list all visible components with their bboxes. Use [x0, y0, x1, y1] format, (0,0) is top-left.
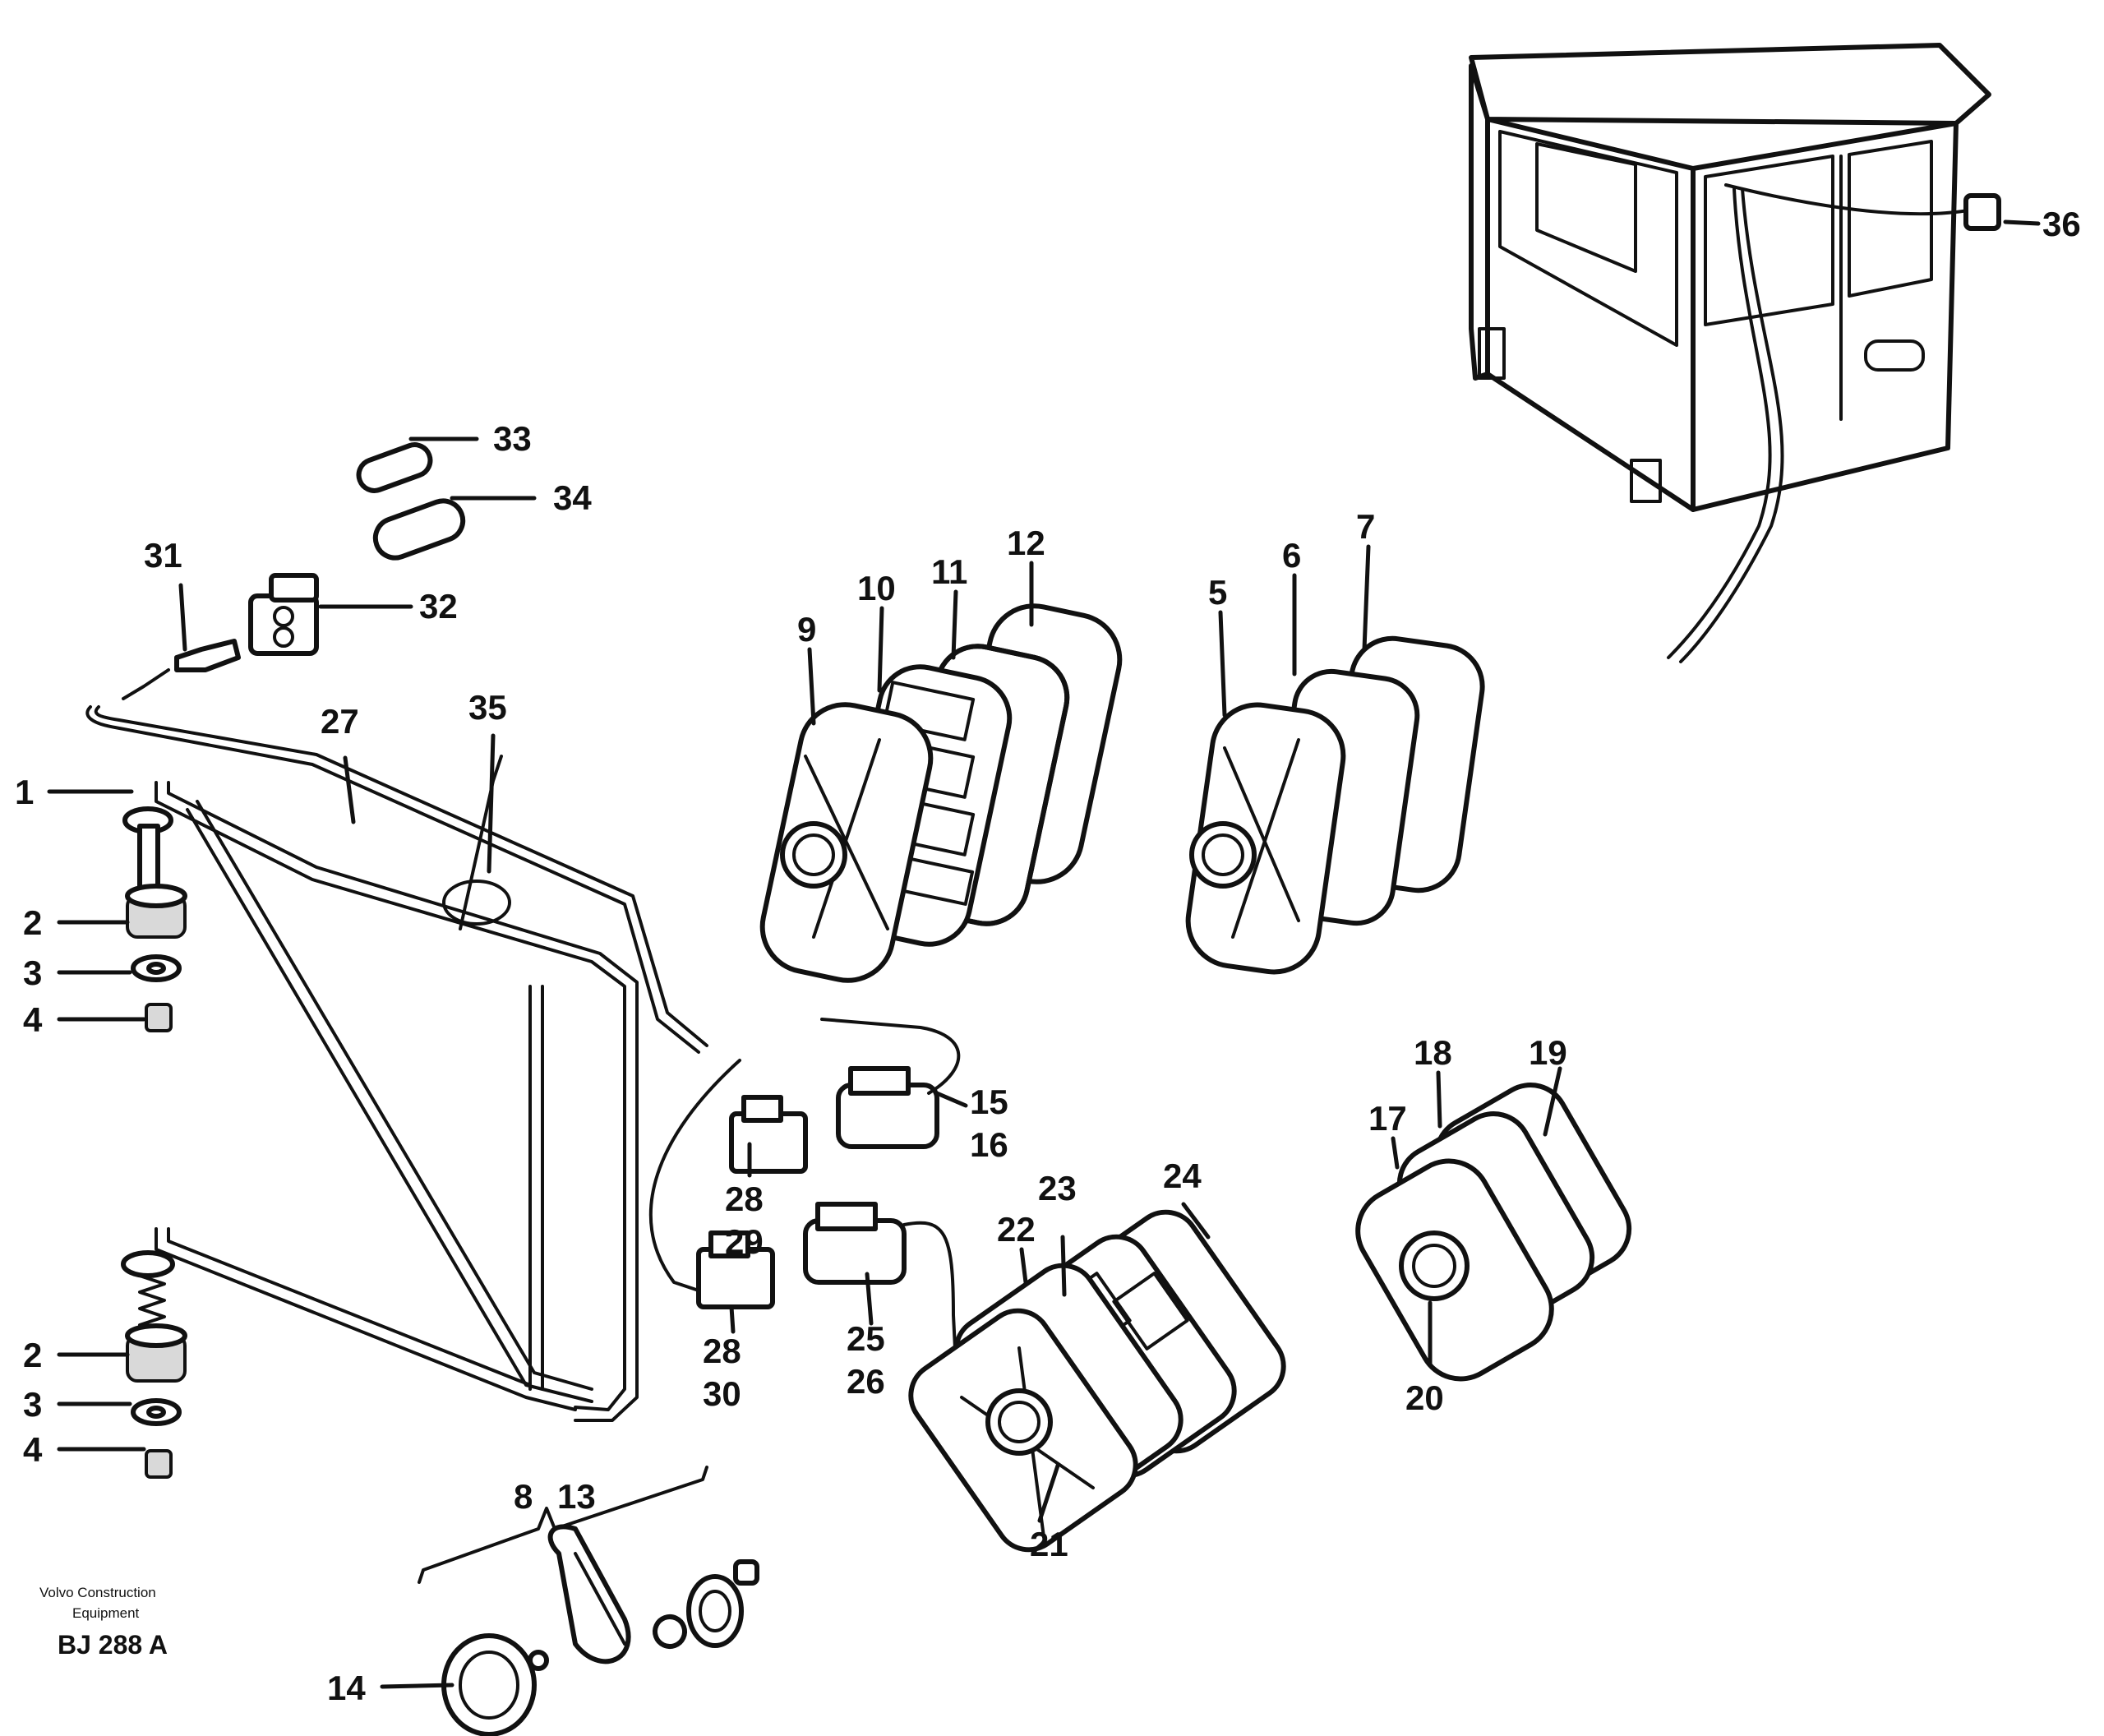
- callout-1: 1: [15, 773, 34, 811]
- company-name-line2: Equipment: [72, 1605, 140, 1621]
- callout-25: 25: [847, 1319, 885, 1358]
- connector-set-upper: [729, 1018, 961, 1174]
- mirror-assembly-9-12: [759, 603, 1123, 983]
- callout-2: 2: [23, 903, 42, 942]
- leader-lines: [47, 219, 2041, 1689]
- callout-12: 12: [1007, 524, 1045, 562]
- callout-11: 11: [931, 552, 967, 591]
- callout-15: 15: [970, 1083, 1008, 1121]
- callout-16: 16: [970, 1125, 1008, 1164]
- callout-2-lower: 2: [23, 1336, 42, 1374]
- connector-set-lower: [696, 1202, 959, 1399]
- callout-8: 8: [514, 1477, 533, 1516]
- callout-3-lower: 3: [23, 1385, 42, 1424]
- callout-20: 20: [1405, 1378, 1444, 1417]
- callout-29: 29: [725, 1222, 764, 1261]
- drawing-footer: Volvo Construction Equipment BJ 288 A: [39, 1585, 168, 1660]
- callout-10: 10: [857, 569, 896, 607]
- callout-21: 21: [1030, 1525, 1068, 1563]
- callout-32: 32: [419, 587, 458, 626]
- adjuster-assembly: [418, 1466, 759, 1736]
- callout-24: 24: [1163, 1157, 1202, 1195]
- fuse-parts: [174, 442, 466, 672]
- mirror-frame: [85, 668, 741, 1422]
- callout-31: 31: [144, 536, 182, 575]
- mirror-assembly-21-24: [908, 1209, 1286, 1553]
- callout-4: 4: [23, 1000, 43, 1039]
- callout-19: 19: [1529, 1033, 1567, 1072]
- callout-5: 5: [1208, 573, 1227, 612]
- callout-6: 6: [1282, 536, 1301, 575]
- callout-14: 14: [327, 1669, 366, 1707]
- callout-36: 36: [2042, 205, 2081, 243]
- callout-23: 23: [1038, 1169, 1077, 1207]
- callout-17: 17: [1368, 1099, 1407, 1138]
- callout-34: 34: [553, 478, 592, 517]
- callout-30: 30: [703, 1374, 741, 1413]
- callout-22: 22: [997, 1210, 1036, 1249]
- callout-27: 27: [321, 702, 359, 741]
- callout-35: 35: [468, 688, 507, 727]
- company-name-line1: Volvo Construction: [39, 1585, 156, 1600]
- callout-26: 26: [847, 1362, 885, 1401]
- callout-28: 28: [725, 1180, 764, 1218]
- mirror-assembly-17-20: [1355, 1083, 1632, 1382]
- drawing-code: BJ 288 A: [58, 1630, 168, 1660]
- cab-illustration: [1469, 43, 2001, 663]
- callout-28-lower: 28: [703, 1332, 741, 1370]
- callout-4-lower: 4: [23, 1430, 43, 1469]
- callout-7: 7: [1356, 507, 1375, 546]
- callout-33: 33: [493, 419, 532, 458]
- mounting-hardware-bottom: [121, 1250, 187, 1479]
- callout-9: 9: [797, 610, 816, 649]
- mounting-hardware-top: [122, 806, 187, 1032]
- callout-18: 18: [1414, 1033, 1452, 1072]
- callout-3: 3: [23, 953, 42, 992]
- callout-labels: 1 2 3 4 2 3 4 27 35 31 32 33 34 9 10 11 …: [15, 205, 2081, 1707]
- callout-13: 13: [557, 1477, 596, 1516]
- mirror-assembly-5-7: [1185, 635, 1485, 975]
